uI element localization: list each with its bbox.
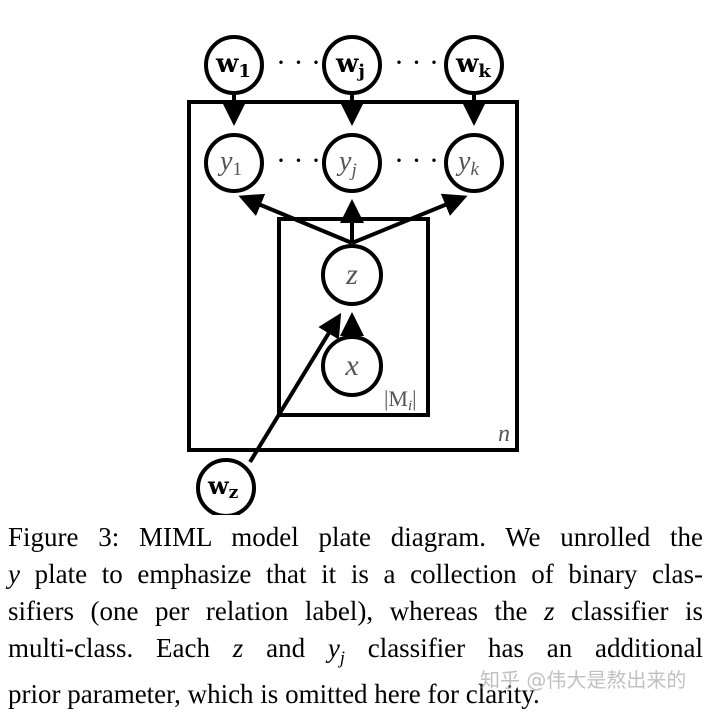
- svg-text:wj: wj: [335, 49, 365, 82]
- node-wj: wj: [322, 35, 382, 95]
- watermark: 知乎 @伟大是熬出来的: [480, 668, 687, 692]
- caption-line-5: prior parameter, which is omitted here f…: [8, 679, 540, 710]
- plate-diagram: w1 · · · wj · · · wk y1 · · · yj · · · y…: [187, 35, 519, 515]
- node-z: z: [321, 244, 383, 306]
- svg-text:x: x: [344, 349, 359, 382]
- svg-text:wk: wk: [455, 49, 491, 82]
- caption-line-2: y plate to emphasize that it is a collec…: [8, 559, 703, 589]
- caption-line-3: sifiers (one per relation label), wherea…: [8, 596, 704, 626]
- edge-wz-z: [248, 312, 342, 464]
- figure-caption: Figure 3: MIML model plate diagram. We u…: [8, 519, 703, 713]
- node-x: x: [321, 335, 383, 397]
- node-y1: y1: [204, 133, 264, 193]
- caption-line-4: multi-class. Each z and yj classifier ha…: [8, 633, 704, 668]
- outer-plate-label: n: [498, 421, 510, 447]
- svg-text:z: z: [345, 258, 358, 291]
- edge-z-yk: [351, 193, 468, 245]
- node-w1: w1: [204, 35, 264, 95]
- inner-plate-label: |Mi|: [384, 386, 417, 414]
- dots-top-left: · · ·: [276, 46, 321, 79]
- dots-top-right: · · ·: [394, 46, 439, 79]
- svg-text:wz: wz: [207, 471, 239, 503]
- svg-text:y1: y1: [217, 146, 242, 180]
- caption-line-1: Figure 3: MIML model plate diagram. We u…: [8, 522, 703, 552]
- dots-mid-right: · · ·: [394, 144, 439, 177]
- svg-text:yk: yk: [455, 146, 479, 180]
- node-wk: wk: [444, 35, 504, 95]
- node-wz: wz: [196, 458, 256, 515]
- svg-text:w1: w1: [215, 49, 251, 82]
- node-yk: yk: [444, 133, 504, 193]
- svg-text:yj: yj: [336, 146, 357, 181]
- edge-z-y1: [238, 193, 353, 245]
- node-yj: yj: [322, 133, 382, 193]
- dots-mid-left: · · ·: [276, 144, 321, 177]
